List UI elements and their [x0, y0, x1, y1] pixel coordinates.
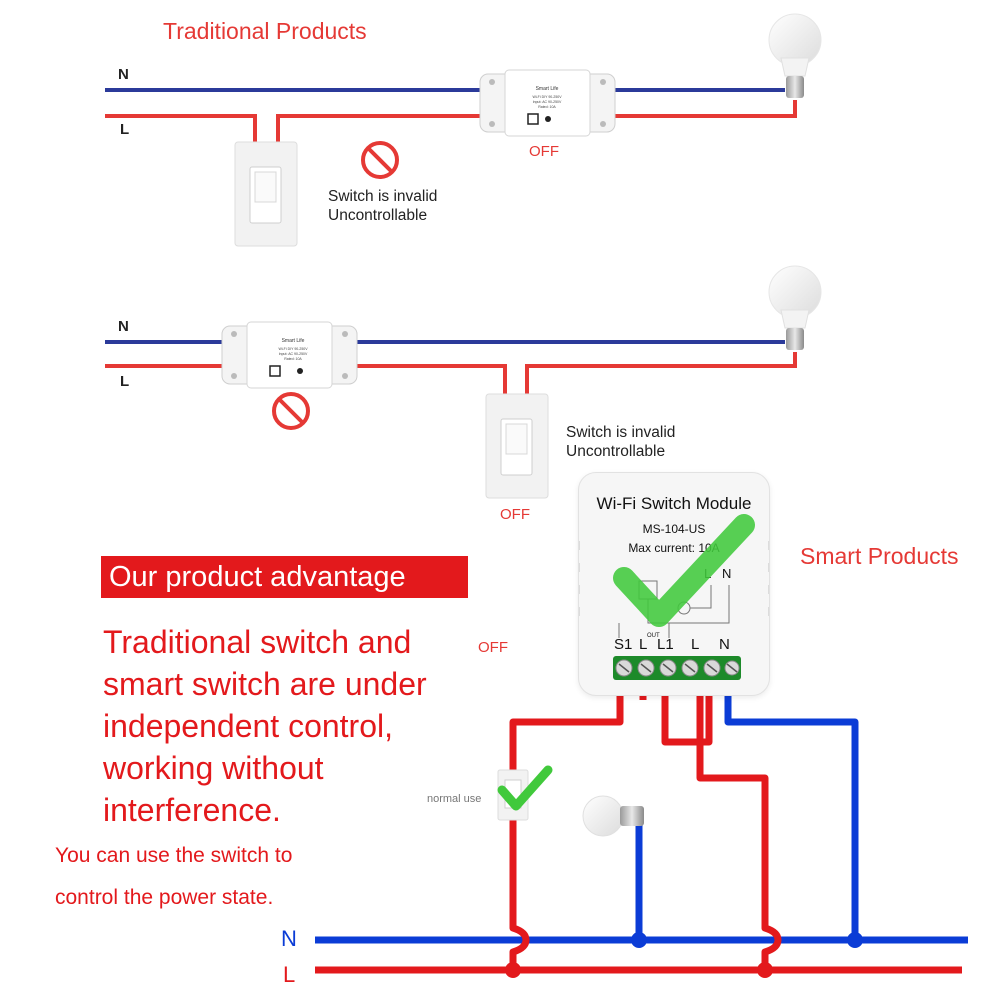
row1-live-label: L [120, 121, 130, 138]
junction-dots [505, 932, 863, 978]
terminal-label-n: N [719, 636, 730, 653]
relay-spec-text: Rated: 10A [284, 357, 302, 361]
relay-brand-text: Smart Life [282, 338, 305, 344]
prohibited-icon [361, 141, 399, 179]
module-title: Wi-Fi Switch Module [596, 494, 752, 513]
row1-note-line2: Uncontrollable [328, 207, 428, 224]
relay-spec-text: Wi-Fi DIY 90-250V [278, 347, 308, 351]
light-bulb-icon [768, 13, 822, 98]
light-bulb-icon [582, 795, 644, 837]
advantage-sub-line1: You can use the switch to [55, 844, 293, 867]
row2-neutral-label: N [118, 318, 129, 335]
row2-wires [105, 340, 797, 394]
relay-brand-text: Smart Life [536, 86, 559, 92]
row2-note-line1: Switch is invalid [566, 424, 676, 441]
row1-live-wire-out [615, 100, 797, 118]
row1-off-label: OFF [529, 143, 559, 160]
bottom-neutral-label: N [281, 926, 297, 951]
terminal-label-l-out: L [639, 636, 648, 653]
row2-off-label: OFF [500, 506, 530, 523]
prohibited-icon [272, 392, 310, 430]
module-top-terminal-n: N [722, 566, 732, 581]
l1-wire [661, 668, 713, 746]
relay-spec-text: Rated: 10A [538, 105, 556, 109]
row1-neutral-label: N [118, 66, 129, 83]
light-bulb-icon [768, 265, 822, 350]
normal-use-label: normal use [427, 793, 482, 805]
switch-to-live-wire [509, 818, 530, 970]
advantage-banner: Our product advantage [101, 556, 468, 598]
row2-live-wire-mid [357, 364, 507, 394]
terminal-out-label: OUT [647, 633, 660, 639]
row2-live-wire-out [525, 352, 797, 394]
relay-spec-text: Input: AC 90-250V [279, 352, 308, 356]
terminal-label-l1: L1 [657, 636, 674, 653]
row1-note-line1: Switch is invalid [328, 188, 438, 205]
wifi-switch-module: Wi-Fi Switch Module MS-104-US Max curren… [578, 472, 770, 696]
row2-note-line2: Uncontrollable [566, 443, 666, 460]
advantage-body: Traditional switch and smart switch are … [103, 624, 427, 828]
module-max-current: Max current: 10A [628, 541, 720, 555]
module-graphics [579, 514, 769, 680]
row1-live-wire-mid [276, 114, 480, 142]
relay-spec-text: Wi-Fi DIY 90-250V [532, 95, 562, 99]
live-feed-wire [696, 668, 782, 970]
terminal-label-s1: S1 [614, 636, 633, 653]
relay-spec-text: Input: AC 90-250V [533, 100, 562, 104]
row2-live-label: L [120, 373, 130, 390]
row1-wall-switch [234, 141, 298, 247]
row1-live-wire-in [105, 114, 257, 142]
smart-products-title: Smart Products [800, 543, 959, 569]
row1-wires [105, 88, 797, 142]
advantage-sub-line2: control the power state. [55, 886, 274, 909]
bottom-live-label: L [283, 962, 296, 987]
traditional-products-title: Traditional Products [163, 18, 367, 44]
neutral-feed-wire [724, 668, 859, 940]
row2-wall-switch [485, 393, 549, 499]
check-mark-icon [497, 765, 553, 811]
terminal-label-l: L [691, 636, 700, 653]
module-model: MS-104-US [642, 522, 706, 536]
advantage-off-label: OFF [478, 639, 508, 656]
